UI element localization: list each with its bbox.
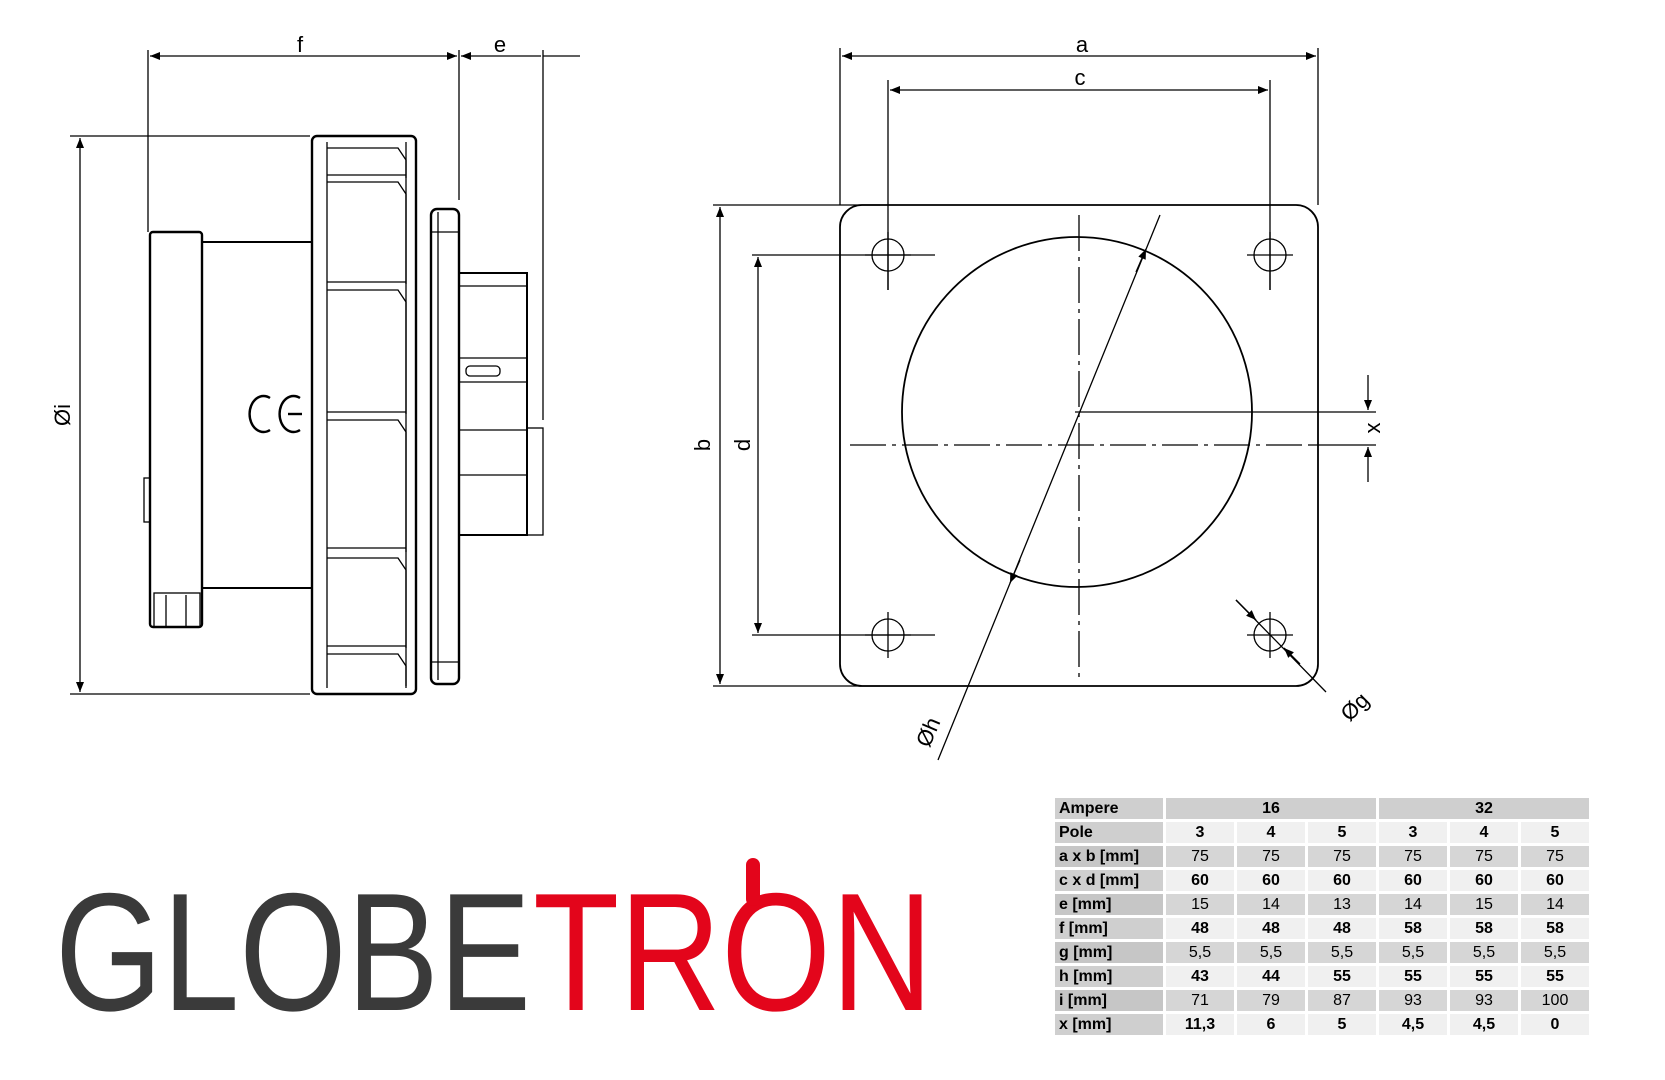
table-cell: 48	[1237, 918, 1305, 939]
row-label: x [mm]	[1055, 1014, 1163, 1035]
table-cell: 11,3	[1166, 1014, 1234, 1035]
table-cell: 75	[1379, 846, 1447, 867]
table-cell: 5,5	[1521, 942, 1589, 963]
table-cell: 75	[1237, 846, 1305, 867]
table-cell: 5,5	[1450, 942, 1518, 963]
row-label: i [mm]	[1055, 990, 1163, 1011]
row-label: c x d [mm]	[1055, 870, 1163, 891]
technical-drawing: f e Øi a c b d x Øh Øg	[50, 32, 1385, 761]
table-cell: 15	[1450, 894, 1518, 915]
table-cell: 75	[1308, 846, 1376, 867]
row-label: h [mm]	[1055, 966, 1163, 987]
table-cell: 5,5	[1166, 942, 1234, 963]
table-cell: 55	[1521, 966, 1589, 987]
row-label: g [mm]	[1055, 942, 1163, 963]
table-cell: 55	[1308, 966, 1376, 987]
table-cell: 60	[1450, 870, 1518, 891]
table-cell: 5	[1521, 822, 1589, 843]
table-cell: 14	[1237, 894, 1305, 915]
table-cell: 13	[1308, 894, 1376, 915]
table-cell: 4,5	[1379, 1014, 1447, 1035]
table-cell: 60	[1237, 870, 1305, 891]
front-view	[713, 48, 1376, 761]
table-cell: 44	[1237, 966, 1305, 987]
ampere-16: 16	[1166, 798, 1376, 819]
label-d: d	[730, 439, 755, 451]
label-phi-i: Øi	[50, 404, 75, 426]
label-x: x	[1360, 423, 1385, 434]
table-cell: 100	[1521, 990, 1589, 1011]
ampere-label: Ampere	[1055, 798, 1163, 819]
label-phi-h: Øh	[911, 714, 945, 751]
table-cell: 60	[1166, 870, 1234, 891]
table-cell: 3	[1166, 822, 1234, 843]
table-header-row: Ampere 16 32	[1055, 798, 1589, 819]
table-cell: 14	[1521, 894, 1589, 915]
label-f: f	[297, 32, 304, 57]
row-label: Pole	[1055, 822, 1163, 843]
logo-text-tron: TRON	[533, 858, 933, 1030]
row-label: f [mm]	[1055, 918, 1163, 939]
table-cell: 5,5	[1379, 942, 1447, 963]
table-cell: 14	[1379, 894, 1447, 915]
table-cell: 3	[1379, 822, 1447, 843]
table-cell: 55	[1450, 966, 1518, 987]
label-a: a	[1076, 32, 1089, 57]
table-cell: 48	[1166, 918, 1234, 939]
table-cell: 43	[1166, 966, 1234, 987]
label-phi-g: Øg	[1335, 687, 1373, 725]
table-cell: 15	[1166, 894, 1234, 915]
label-b: b	[690, 439, 715, 451]
ring-segments	[327, 147, 407, 686]
table-cell: 71	[1166, 990, 1234, 1011]
label-e: e	[494, 32, 506, 57]
table-cell: 58	[1450, 918, 1518, 939]
globetron-logo: GLOBE TRON	[55, 858, 933, 1030]
table-cell: 48	[1308, 918, 1376, 939]
table-cell: 60	[1308, 870, 1376, 891]
dimension-labels: f e Øi a c b d x Øh Øg	[50, 32, 1385, 750]
table-cell: 5,5	[1237, 942, 1305, 963]
table-cell: 55	[1379, 966, 1447, 987]
table-cell: 4	[1450, 822, 1518, 843]
table-cell: 93	[1450, 990, 1518, 1011]
label-c: c	[1075, 65, 1086, 90]
table-cell: 5,5	[1308, 942, 1376, 963]
logo-text-globe: GLOBE	[55, 858, 531, 1030]
ce-mark	[248, 394, 302, 434]
table-cell: 75	[1521, 846, 1589, 867]
ampere-32: 32	[1379, 798, 1589, 819]
table-cell: 0	[1521, 1014, 1589, 1035]
table-cell: 4,5	[1450, 1014, 1518, 1035]
table-cell: 87	[1308, 990, 1376, 1011]
table-cell: 79	[1237, 990, 1305, 1011]
table-cell: 5	[1308, 1014, 1376, 1035]
table-cell: 60	[1379, 870, 1447, 891]
power-icon	[746, 858, 760, 906]
table-cell: 75	[1450, 846, 1518, 867]
row-label: a x b [mm]	[1055, 846, 1163, 867]
table-cell: 5	[1308, 822, 1376, 843]
table-cell: 58	[1521, 918, 1589, 939]
side-view	[70, 50, 580, 696]
table-cell: 60	[1521, 870, 1589, 891]
table-cell: 4	[1237, 822, 1305, 843]
table-cell: 93	[1379, 990, 1447, 1011]
table-cell: 75	[1166, 846, 1234, 867]
table-cell: 6	[1237, 1014, 1305, 1035]
table-cell: 58	[1379, 918, 1447, 939]
row-label: e [mm]	[1055, 894, 1163, 915]
